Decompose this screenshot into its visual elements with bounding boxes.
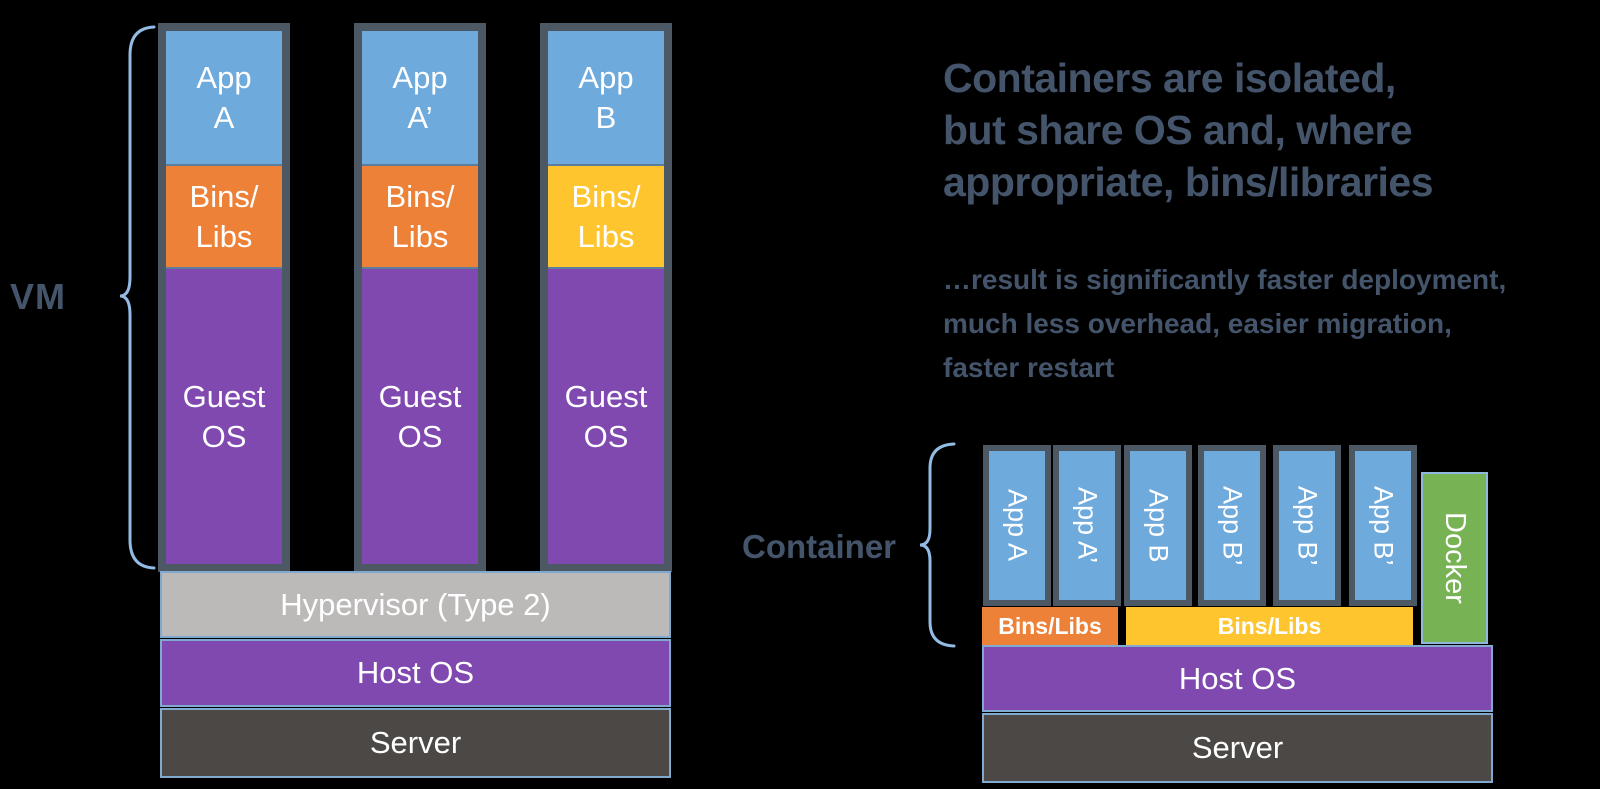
vm2-bins-block: Bins/ Libs (362, 164, 478, 269)
vm3-bins-block: Bins/ Libs (548, 164, 664, 269)
bins-libs-bar-yellow: Bins/Libs (1126, 607, 1413, 645)
server-bar-left: Server (160, 708, 671, 778)
vm1-app-block: App A (166, 31, 282, 164)
hypervisor-bar: Hypervisor (Type 2) (160, 571, 671, 638)
vm3-app-block: App B (548, 31, 664, 164)
vm3-guest-os-block: Guest OS (548, 269, 664, 564)
container-box-app-b2: App B’ (1198, 445, 1266, 606)
body-text: …result is significantly faster deployme… (943, 264, 1507, 383)
host-os-bar-left: Host OS (160, 639, 671, 707)
vm2-guest-os-block: Guest OS (362, 269, 478, 564)
vm-label: VM (10, 276, 66, 317)
vm2-app-block: App A’ (362, 31, 478, 164)
container-label: Container (742, 528, 897, 565)
docker-box: Docker (1421, 472, 1488, 644)
vm1-guest-os-block: Guest OS (166, 269, 282, 564)
container-box-app-b4: App B’ (1349, 445, 1417, 606)
host-os-bar-right: Host OS (982, 645, 1493, 712)
container-box-app-a: App A (983, 445, 1051, 606)
container-box-app-b3: App B’ (1273, 445, 1341, 606)
container-brace-icon (919, 442, 956, 648)
vm1-bins-block: Bins/ Libs (166, 164, 282, 269)
server-bar-right: Server (982, 713, 1493, 783)
vm-stack-3: App B Bins/ Libs Guest OS (540, 23, 672, 572)
heading-text: Containers are isolated, but share OS an… (943, 55, 1434, 205)
container-box-app-a2: App A’ (1053, 445, 1121, 606)
bins-libs-bar-orange: Bins/Libs (982, 607, 1118, 645)
vm-stack-2: App A’ Bins/ Libs Guest OS (354, 23, 486, 572)
container-box-app-b: App B (1124, 445, 1192, 606)
vm-stack-1: App A Bins/ Libs Guest OS (158, 23, 290, 572)
vm-brace-icon (119, 25, 156, 570)
